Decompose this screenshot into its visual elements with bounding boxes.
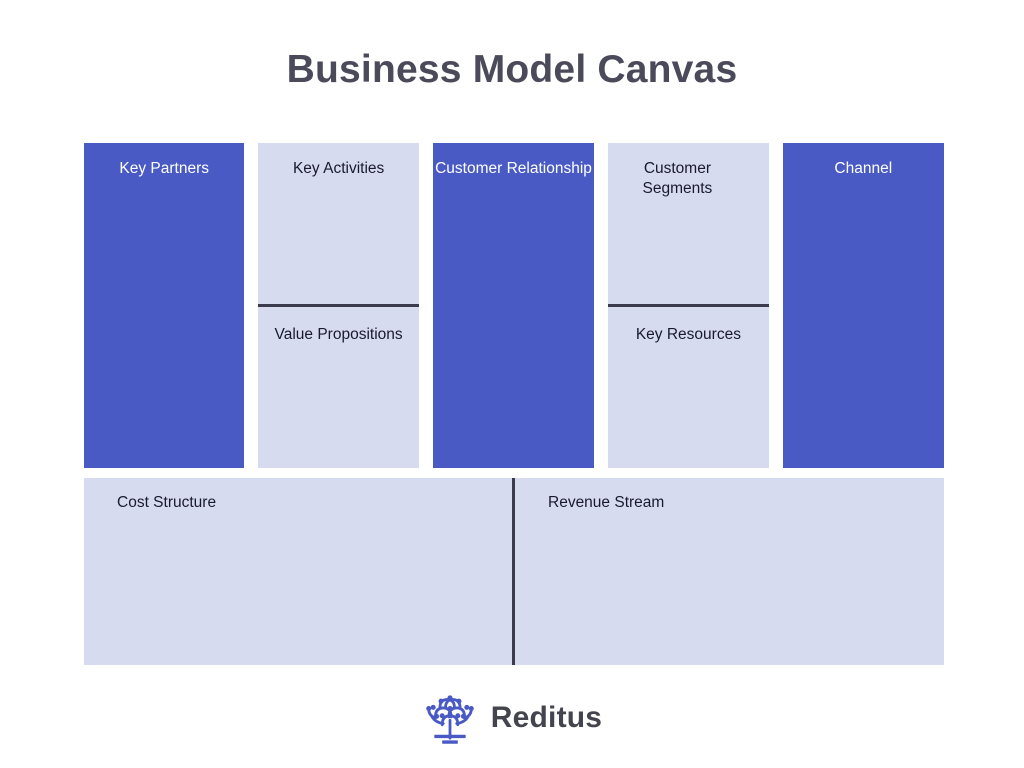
block-label-revenue-stream: Revenue Stream — [548, 494, 665, 511]
canvas-column-customer-segments[interactable]: Customer Segments Key Resources — [608, 143, 769, 468]
block-customer-segments[interactable]: Customer Segments — [608, 143, 769, 304]
horizontal-divider-key-activities — [258, 304, 419, 307]
block-label-channel: Channel — [834, 160, 893, 177]
block-customer-relationship[interactable]: Customer Relationship — [432, 143, 595, 468]
block-cost-structure[interactable]: Cost Structure — [84, 478, 512, 665]
block-label-value-propositions: Value Propositions — [274, 326, 403, 343]
block-value-propositions[interactable]: Value Propositions — [258, 307, 419, 468]
block-key-resources[interactable]: Key Resources — [608, 307, 769, 468]
canvas-column-key-activities[interactable]: Key Activities Value Propositions — [258, 143, 419, 468]
horizontal-divider-customer-segments — [608, 304, 769, 307]
page-title: Business Model Canvas — [286, 48, 738, 91]
block-label-key-partners: Key Partners — [119, 160, 209, 177]
block-label-key-activities: Key Activities — [292, 160, 385, 177]
block-label-key-resources: Key Resources — [635, 326, 741, 343]
canvas-bottom-row: Cost Structure Revenue Stream — [84, 478, 944, 665]
canvas-column-key-partners[interactable]: Key Partners — [84, 143, 245, 468]
canvas-column-customer-relationship[interactable]: Customer Relationship — [432, 143, 595, 468]
tree-logo-icon — [422, 690, 478, 746]
block-key-partners[interactable]: Key Partners — [84, 143, 245, 468]
block-label-cost-structure: Cost Structure — [117, 494, 217, 511]
block-key-activities[interactable]: Key Activities — [258, 143, 419, 304]
block-revenue-stream[interactable]: Revenue Stream — [515, 478, 944, 665]
vertical-divider-bottom-row — [512, 478, 515, 665]
canvas-top-row: Key Partners Key Activities Value Propos… — [84, 143, 944, 468]
block-label-customer-relationship: Customer Relationship — [435, 160, 592, 177]
block-channel[interactable]: Channel — [782, 143, 944, 468]
brand-footer: Reditus — [0, 690, 1024, 746]
block-label-customer-segments: Customer Segments — [642, 160, 713, 197]
canvas-column-channel[interactable]: Channel — [782, 143, 944, 468]
brand-name: Reditus — [490, 701, 603, 734]
